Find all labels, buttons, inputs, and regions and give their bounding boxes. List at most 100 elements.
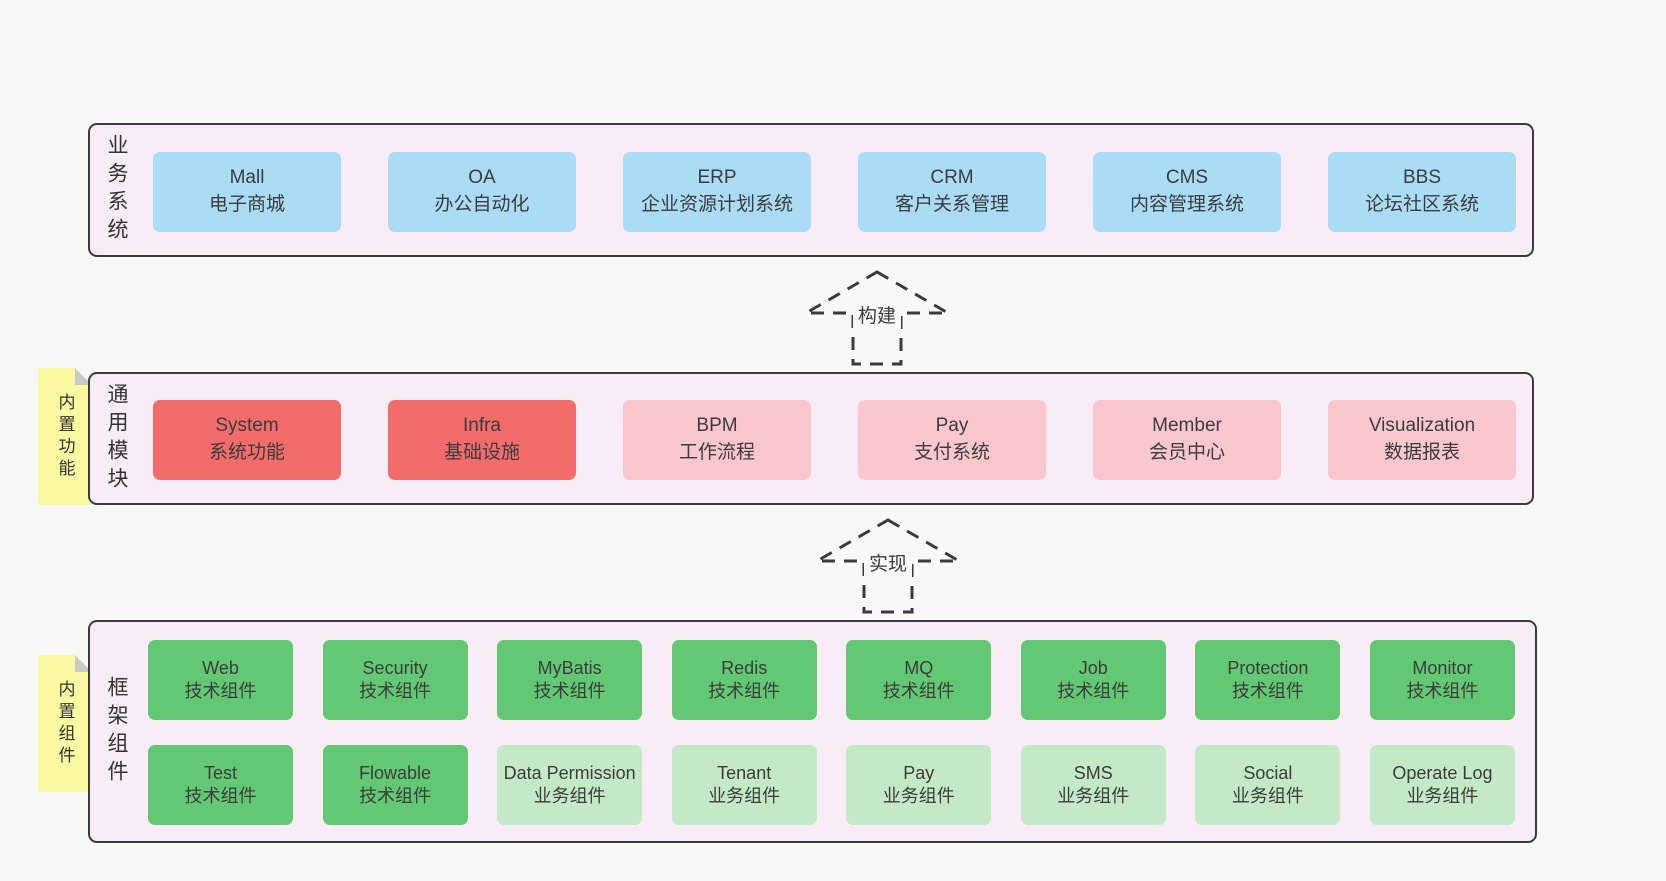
- box-title: Visualization: [1368, 415, 1476, 437]
- box-subtitle: 技术组件: [359, 786, 432, 806]
- box-subtitle: 业务组件: [1231, 786, 1304, 806]
- box-subtitle: 电子商城: [208, 194, 285, 215]
- box-visualization: Visualization 数据报表: [1328, 400, 1516, 480]
- box-pay-module: Pay 支付系统: [858, 400, 1046, 480]
- box-subtitle: 技术组件: [882, 681, 955, 701]
- box-member: Member 会员中心: [1093, 400, 1281, 480]
- box-subtitle: 支付系统: [913, 442, 990, 463]
- box-subtitle: 客户关系管理: [894, 194, 1009, 215]
- box-title: CMS: [1165, 167, 1209, 189]
- box-sms: SMS 业务组件: [1020, 745, 1166, 825]
- panel-components-label: 框架组件: [105, 675, 128, 788]
- box-subtitle: 技术组件: [359, 681, 432, 701]
- box-title: Data Permission: [503, 762, 636, 783]
- box-erp: ERP 企业资源计划系统: [623, 152, 811, 232]
- box-oa: OA 办公自动化: [388, 152, 576, 232]
- box-title: BPM: [696, 415, 738, 437]
- box-title: Web: [202, 657, 239, 678]
- box-subtitle: 业务组件: [533, 786, 606, 806]
- box-subtitle: 工作流程: [678, 442, 755, 463]
- box-operate-log: Operate Log 业务组件: [1369, 745, 1515, 825]
- box-title: ERP: [697, 167, 737, 189]
- box-title: OA: [468, 167, 496, 189]
- box-subtitle: 办公自动化: [434, 194, 530, 215]
- box-title: Social: [1243, 762, 1293, 783]
- box-title: BBS: [1402, 167, 1442, 189]
- arrow-implement: 实现: [814, 517, 962, 614]
- panel-business-systems: 业务系统 Mall 电子商城 OA 办公自动化 ERP 企业资源计划系统 CRM…: [88, 123, 1534, 257]
- box-web: Web 技术组件: [148, 640, 293, 720]
- box-subtitle: 内容管理系统: [1129, 194, 1244, 215]
- box-subtitle: 技术组件: [184, 681, 257, 701]
- box-job: Job 技术组件: [1020, 640, 1166, 720]
- box-subtitle: 基础设施: [443, 442, 520, 463]
- box-system: System 系统功能: [153, 400, 341, 480]
- box-title: SMS: [1073, 762, 1113, 783]
- box-title: Security: [362, 657, 428, 678]
- box-cms: CMS 内容管理系统: [1093, 152, 1281, 232]
- arrow-implement-label: 实现: [863, 548, 913, 577]
- box-bpm: BPM 工作流程: [623, 400, 811, 480]
- box-title: Tenant: [717, 762, 772, 783]
- panel-common-modules: 通用模块 System 系统功能 Infra 基础设施 BPM 工作流程 Pay…: [88, 372, 1534, 505]
- box-test: Test 技术组件: [148, 745, 293, 825]
- box-subtitle: 技术组件: [1057, 681, 1130, 701]
- arrow-build-label: 构建: [852, 300, 902, 329]
- box-subtitle: 业务组件: [1406, 786, 1479, 806]
- box-crm: CRM 客户关系管理: [858, 152, 1046, 232]
- box-title: System: [215, 415, 279, 437]
- panel-modules-label: 通用模块: [105, 382, 128, 495]
- box-subtitle: 会员中心: [1148, 442, 1225, 463]
- box-subtitle: 技术组件: [1231, 681, 1304, 701]
- modules-box-row: System 系统功能 Infra 基础设施 BPM 工作流程 Pay 支付系统…: [153, 400, 1516, 480]
- business-box-row: Mall 电子商城 OA 办公自动化 ERP 企业资源计划系统 CRM 客户关系…: [153, 152, 1516, 232]
- panel-framework-components: 框架组件 Web 技术组件 Security 技术组件 MyBatis 技术组件…: [88, 620, 1537, 843]
- sticky-text: 内置功能: [55, 392, 75, 481]
- box-social: Social 业务组件: [1195, 745, 1341, 825]
- box-title: Monitor: [1412, 657, 1473, 678]
- box-pay-component: Pay 业务组件: [846, 745, 992, 825]
- box-bbs: BBS 论坛社区系统: [1328, 152, 1516, 232]
- box-tenant: Tenant 业务组件: [671, 745, 817, 825]
- box-title: Test: [203, 762, 237, 783]
- box-subtitle: 业务组件: [708, 786, 781, 806]
- components-row-2: Test 技术组件 Flowable 技术组件 Data Permission …: [148, 745, 1515, 825]
- box-title: MQ: [904, 657, 934, 678]
- components-row-1: Web 技术组件 Security 技术组件 MyBatis 技术组件 Redi…: [148, 640, 1515, 720]
- box-subtitle: 数据报表: [1383, 442, 1460, 463]
- box-subtitle: 技术组件: [184, 786, 257, 806]
- box-subtitle: 技术组件: [708, 681, 781, 701]
- box-title: Member: [1152, 415, 1222, 437]
- box-title: Redis: [721, 657, 768, 678]
- box-title: Pay: [935, 415, 969, 437]
- sticky-built-in-features: 内置功能: [38, 368, 92, 505]
- box-subtitle: 企业资源计划系统: [640, 194, 793, 215]
- panel-business-label: 业务系统: [105, 134, 128, 246]
- box-subtitle: 技术组件: [1406, 681, 1479, 701]
- box-title: Job: [1078, 657, 1108, 678]
- box-subtitle: 业务组件: [1057, 786, 1130, 806]
- box-mq: MQ 技术组件: [846, 640, 992, 720]
- box-data-permission: Data Permission 业务组件: [497, 745, 643, 825]
- box-title: Protection: [1227, 657, 1309, 678]
- box-infra: Infra 基础设施: [388, 400, 576, 480]
- box-title: Operate Log: [1392, 762, 1493, 783]
- sticky-built-in-components: 内置组件: [38, 655, 92, 792]
- box-title: CRM: [930, 167, 974, 189]
- box-flowable: Flowable 技术组件: [322, 745, 468, 825]
- box-title: Mall: [229, 167, 265, 189]
- sticky-text: 内置组件: [55, 679, 75, 768]
- box-mybatis: MyBatis 技术组件: [497, 640, 643, 720]
- box-subtitle: 技术组件: [533, 681, 606, 701]
- box-title: Infra: [462, 415, 502, 437]
- arrow-build: 构建: [803, 269, 951, 366]
- box-title: Pay: [903, 762, 935, 783]
- box-monitor: Monitor 技术组件: [1369, 640, 1515, 720]
- box-mall: Mall 电子商城: [153, 152, 341, 232]
- box-title: MyBatis: [537, 657, 602, 678]
- box-redis: Redis 技术组件: [671, 640, 817, 720]
- box-security: Security 技术组件: [322, 640, 468, 720]
- box-subtitle: 系统功能: [208, 442, 285, 463]
- box-subtitle: 业务组件: [882, 786, 955, 806]
- box-subtitle: 论坛社区系统: [1364, 194, 1479, 215]
